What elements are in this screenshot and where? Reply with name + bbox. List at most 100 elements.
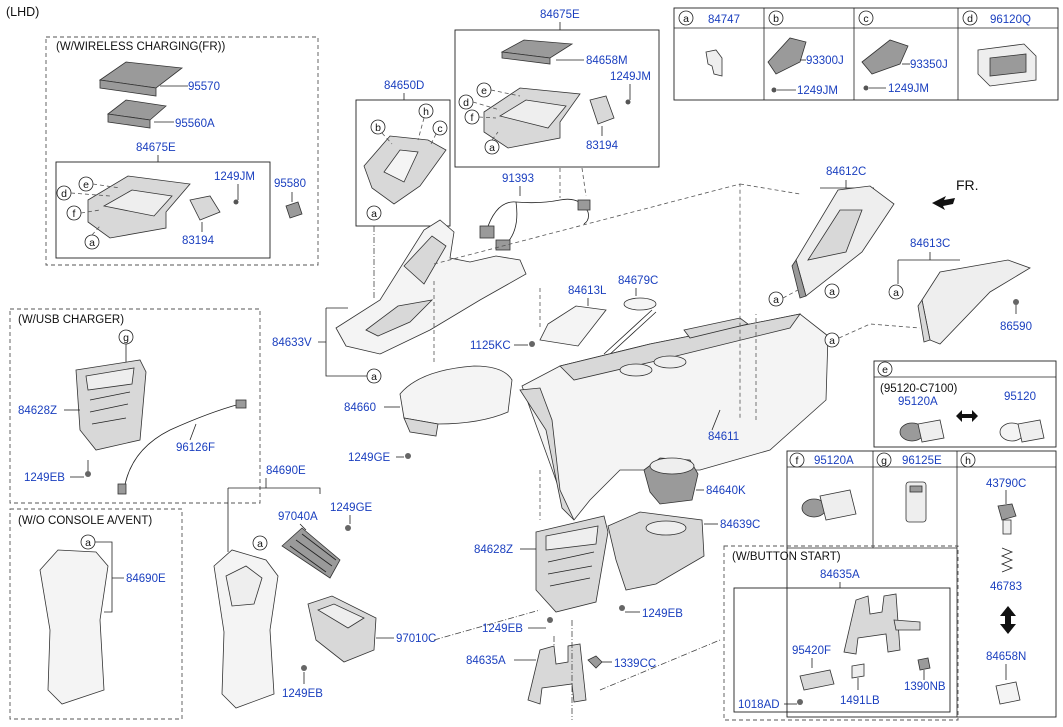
callout-a-84613C: a	[888, 284, 904, 300]
label-95580: 95580	[274, 178, 306, 190]
svg-text:a: a	[371, 371, 377, 383]
legend-a-part: 84747	[708, 14, 740, 26]
updown-arrow-icon	[1000, 606, 1016, 634]
pad-95570-icon	[98, 61, 184, 97]
svg-text:a: a	[829, 335, 835, 347]
svg-text:g: g	[881, 455, 887, 467]
legend-callout-a: a	[678, 10, 694, 26]
screw-icon	[529, 341, 535, 347]
cover-93300J-icon	[767, 37, 807, 75]
svg-text:f: f	[73, 208, 76, 220]
storage-84628Z-usb-icon	[75, 359, 147, 451]
legend-table-top	[673, 7, 1059, 101]
label-95420F: 95420F	[792, 645, 831, 657]
label-84628Z-middle: 84628Z	[474, 544, 513, 556]
legend-c-part: 93350J	[910, 59, 948, 71]
usb-96125E-icon	[905, 481, 927, 523]
svg-text:a: a	[829, 286, 835, 298]
label-84679C: 84679C	[618, 275, 658, 287]
callout-f-wireless: f	[66, 205, 82, 221]
svg-text:a: a	[893, 287, 899, 299]
label-84612C: 84612C	[826, 166, 866, 178]
harness-91393-icon	[479, 198, 591, 251]
svg-text:c: c	[863, 13, 868, 25]
antenna-95420F-icon	[799, 669, 835, 691]
front-label: FR.	[956, 177, 979, 193]
svg-text:a: a	[683, 13, 689, 25]
pad-84658M-icon	[500, 39, 574, 65]
legend-callout-h: h	[960, 452, 976, 468]
switch-43790C-icon	[997, 503, 1017, 535]
legend-b-sub: 1249JM	[797, 85, 838, 97]
label-84640K: 84640K	[706, 485, 746, 497]
callout-a-84612C-right: a	[824, 283, 840, 299]
socket-95120A-icon	[899, 419, 945, 443]
svg-text:d: d	[463, 97, 469, 109]
callout-a-top: a	[484, 139, 500, 155]
svg-text:f: f	[471, 112, 474, 124]
callout-h-shift: h	[418, 103, 434, 119]
storage-84628Z-middle-icon	[535, 515, 609, 613]
label-1249JM-top: 1249JM	[610, 71, 651, 83]
front-arrow-icon	[932, 196, 955, 210]
callout-e-top: e	[476, 82, 492, 98]
svg-text:e: e	[882, 364, 888, 376]
tray-84639C-icon	[607, 511, 705, 591]
cap-84658N-icon	[995, 681, 1021, 705]
legend-e-part-left: 95120A	[898, 396, 938, 408]
charger-95560A-icon	[107, 99, 167, 129]
label-97010C: 97010C	[396, 633, 436, 645]
panel-84613C-icon	[917, 259, 1031, 345]
cup-holder-84640K-icon	[643, 457, 699, 505]
screw-icon	[405, 453, 411, 459]
screw-icon	[233, 199, 239, 205]
svg-text:e: e	[481, 85, 487, 97]
grommet-1390NB-icon	[917, 657, 931, 671]
svg-text:a: a	[489, 142, 495, 154]
callout-b-shift: b	[370, 119, 386, 135]
label-84635A-middle: 84635A	[466, 655, 506, 667]
label-84613C: 84613C	[910, 238, 950, 250]
shift-bezel-group-box	[355, 99, 451, 227]
callout-a-novent: a	[80, 534, 96, 550]
bracket-83194-wireless-icon	[189, 195, 221, 221]
legend-h-part-1: 43790C	[986, 478, 1026, 490]
usb-group-box	[9, 308, 261, 504]
label-97040A: 97040A	[278, 511, 318, 523]
label-1491LB: 1491LB	[840, 695, 880, 707]
svg-text:a: a	[257, 538, 263, 550]
no-vent-group-box	[9, 508, 183, 720]
vent-97040A-icon	[281, 527, 341, 579]
screw-icon	[625, 99, 631, 105]
legend-callout-c: c	[858, 10, 874, 26]
no-vent-group-title: (W/O CONSOLE A/VENT)	[18, 515, 152, 527]
legend-callout-d: d	[962, 10, 978, 26]
svg-text:h: h	[965, 455, 971, 467]
wireless-group-title: (W/WIRELESS CHARGING(FR))	[56, 41, 225, 53]
svg-text:d: d	[967, 13, 973, 25]
screw-icon	[863, 85, 869, 91]
mat-84613L-icon	[539, 305, 607, 347]
callout-a-vent: a	[252, 535, 268, 551]
callout-a-wireless: a	[84, 234, 100, 250]
label-84613L: 84613L	[568, 285, 607, 297]
label-84675E-top: 84675E	[540, 9, 580, 21]
bezel-84675E-wireless-icon	[87, 175, 191, 239]
cap-95580-icon	[285, 201, 303, 219]
label-1249EB-usb: 1249EB	[24, 472, 65, 484]
bracket-83194-top-icon	[589, 95, 615, 125]
duct-97010C-icon	[307, 595, 377, 663]
panel-84612C-icon	[791, 185, 895, 299]
svg-text:c: c	[437, 123, 442, 135]
clip-1491LB-icon	[851, 663, 865, 679]
label-84690E-side: 84690E	[126, 573, 166, 585]
legend-h-part-2: 46783	[990, 581, 1022, 593]
bezel-group-box	[454, 29, 660, 168]
svg-text:e: e	[83, 179, 89, 191]
legend-g-part: 96125E	[902, 455, 942, 467]
label-83194-top: 83194	[586, 140, 619, 152]
svg-text:h: h	[423, 106, 429, 118]
callout-d-wireless: d	[56, 185, 72, 201]
label-1249GE-b: 1249GE	[330, 502, 373, 514]
legend-e-spec: (95120-C7100)	[880, 383, 958, 395]
